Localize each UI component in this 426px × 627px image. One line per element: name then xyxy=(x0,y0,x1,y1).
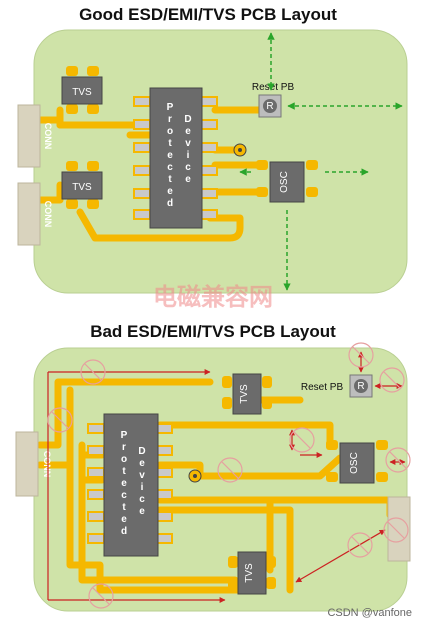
bad-tvs-1: TVS xyxy=(222,373,272,415)
bad-reset-label: Reset PB xyxy=(301,382,344,393)
good-tvs2-label: TVS xyxy=(72,182,92,193)
bad-oscillator: OSC xyxy=(326,440,388,484)
svg-text:R: R xyxy=(357,381,364,392)
bad-tvs1-label: TVS xyxy=(239,384,250,404)
good-reset-button: R xyxy=(258,94,282,118)
bad-tvs-2: TVS xyxy=(228,551,276,595)
good-connector-1: CONN xyxy=(17,104,53,168)
good-conn2-label: CONN xyxy=(43,201,53,228)
bad-reset-button: R xyxy=(349,374,373,398)
credit-text: CSDN @vanfone xyxy=(327,607,412,619)
good-connector-2: CONN xyxy=(17,182,53,246)
good-reset-label: Reset PB xyxy=(252,82,295,93)
svg-text:R: R xyxy=(266,101,273,112)
good-oscillator: OSC xyxy=(256,160,318,203)
bad-via-hole xyxy=(193,474,197,478)
bad-conn1-label: CONN xyxy=(42,451,52,478)
good-layout-title: Good ESD/EMI/TVS PCB Layout xyxy=(79,5,337,24)
bad-connector-1: CONN xyxy=(15,431,52,497)
good-traces xyxy=(36,106,264,242)
bad-connector-2: CONN xyxy=(387,496,424,562)
good-tvs1-label: TVS xyxy=(72,87,92,98)
bad-prohibition-marks xyxy=(47,342,411,609)
good-tvs-2: TVS xyxy=(61,161,103,209)
good-osc-label: OSC xyxy=(279,171,290,193)
good-conn1-label: CONN xyxy=(43,123,53,150)
bad-layout-title: Bad ESD/EMI/TVS PCB Layout xyxy=(90,322,336,341)
good-tvs-1: TVS xyxy=(61,66,103,114)
bad-conn2-label: CONN xyxy=(414,516,424,543)
good-via-hole xyxy=(238,148,242,152)
watermark: 电磁兼容网 xyxy=(153,283,273,311)
bad-tvs2-label: TVS xyxy=(244,563,255,583)
bad-osc-label: OSC xyxy=(349,452,360,474)
